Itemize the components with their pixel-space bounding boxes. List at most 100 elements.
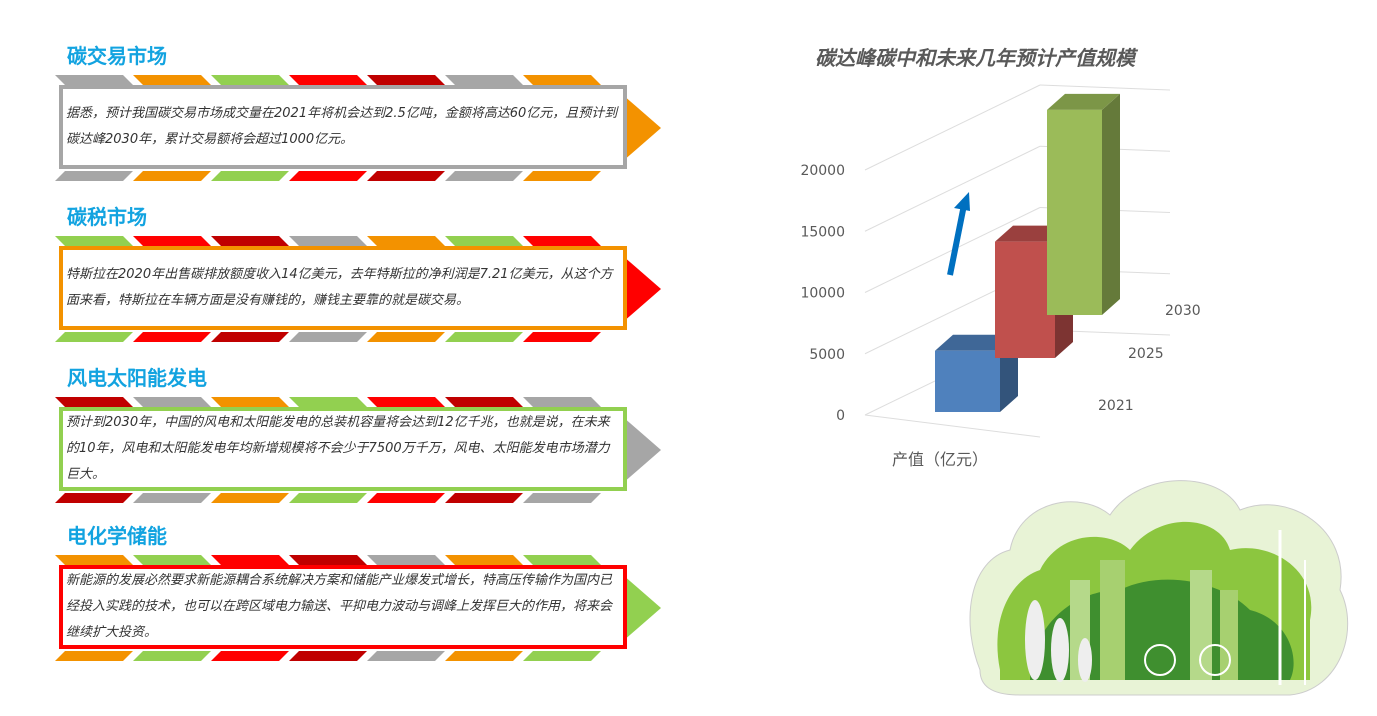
bar-2030 bbox=[1047, 109, 1102, 315]
section-1: 碳交易市场据悉，预计我国碳交易市场成交量在2021年将机会达到2.5亿吨，金额将… bbox=[55, 40, 675, 190]
stripe bbox=[211, 332, 289, 342]
stripe bbox=[211, 555, 289, 565]
stripe bbox=[289, 555, 367, 565]
stripe bbox=[55, 555, 133, 565]
section-text: 特斯拉在2020年出售碳排放额度收入14亿美元，去年特斯拉的净利润是7.21亿美… bbox=[66, 267, 613, 308]
stripe bbox=[211, 493, 289, 503]
stripe bbox=[55, 651, 133, 661]
stripe bbox=[523, 236, 601, 246]
stripe-band-top bbox=[55, 75, 615, 85]
stripe bbox=[445, 236, 523, 246]
stripe bbox=[211, 75, 289, 85]
stripe bbox=[367, 493, 445, 503]
stripe bbox=[445, 555, 523, 565]
stripe bbox=[367, 651, 445, 661]
stripe bbox=[445, 332, 523, 342]
stripe bbox=[211, 651, 289, 661]
stripe bbox=[445, 397, 523, 407]
stripe-band-bot bbox=[55, 493, 615, 503]
stripe bbox=[289, 332, 367, 342]
stripe bbox=[289, 171, 367, 181]
stripe-band-bot bbox=[55, 332, 615, 342]
stripe bbox=[133, 651, 211, 661]
stripe-band-top bbox=[55, 236, 615, 246]
section-text-box: 据悉，预计我国碳交易市场成交量在2021年将机会达到2.5亿吨，金额将高达60亿… bbox=[59, 85, 627, 169]
stripe bbox=[523, 397, 601, 407]
stripe bbox=[211, 397, 289, 407]
x-axis-floor bbox=[864, 414, 1041, 438]
chart-title: 碳达峰碳中和未来几年预计产值规模 bbox=[815, 46, 1135, 70]
stripe bbox=[289, 75, 367, 85]
stripe bbox=[133, 332, 211, 342]
section-heading: 电化学储能 bbox=[67, 524, 167, 548]
y-tick-label: 5000 bbox=[809, 347, 845, 363]
stripe bbox=[523, 651, 601, 661]
bar-2021 bbox=[935, 350, 1000, 412]
stripe bbox=[55, 332, 133, 342]
section-text: 新能源的发展必然要求新能源耦合系统解决方案和储能产业爆发式增长，特高压传输作为国… bbox=[66, 573, 613, 640]
bar-chart-3d: 0 5000 10000 15000 20000 2021 2025 2030 产值（亿元） bbox=[800, 84, 1201, 469]
stripe bbox=[55, 493, 133, 503]
arrow-pointer-icon bbox=[623, 256, 661, 322]
x-category-label: 2021 bbox=[1098, 398, 1134, 414]
arrow-pointer-icon bbox=[623, 95, 661, 161]
bar-2025 bbox=[995, 241, 1055, 358]
x-category-label: 2030 bbox=[1165, 303, 1201, 319]
section-2: 碳税市场特斯拉在2020年出售碳排放额度收入14亿美元，去年特斯拉的净利润是7.… bbox=[55, 201, 675, 351]
stripe bbox=[367, 75, 445, 85]
stripe bbox=[523, 555, 601, 565]
stripe bbox=[367, 397, 445, 407]
y-tick-label: 0 bbox=[836, 408, 845, 424]
stripe bbox=[523, 493, 601, 503]
stripe bbox=[289, 651, 367, 661]
section-text-box: 新能源的发展必然要求新能源耦合系统解决方案和储能产业爆发式增长，特高压传输作为国… bbox=[59, 565, 627, 649]
stripe bbox=[211, 236, 289, 246]
stripe bbox=[133, 171, 211, 181]
bar-top bbox=[1047, 93, 1120, 110]
stripe bbox=[289, 493, 367, 503]
trend-arrow-head bbox=[954, 192, 970, 211]
stripe bbox=[445, 171, 523, 181]
stripe bbox=[55, 397, 133, 407]
trend-arrow bbox=[947, 199, 968, 276]
x-category-label: 2025 bbox=[1128, 346, 1164, 362]
y-tick-label: 20000 bbox=[800, 163, 845, 179]
arrow-pointer-icon bbox=[623, 417, 661, 483]
stripe bbox=[133, 75, 211, 85]
stripe bbox=[133, 236, 211, 246]
stripe bbox=[133, 493, 211, 503]
section-heading: 风电太阳能发电 bbox=[67, 366, 207, 390]
stripe bbox=[133, 555, 211, 565]
stripe bbox=[289, 397, 367, 407]
arrow-pointer-icon bbox=[623, 575, 661, 641]
stripe bbox=[289, 236, 367, 246]
y-axis-label: 产值（亿元） bbox=[892, 450, 988, 469]
stripe-band-bot bbox=[55, 651, 615, 661]
stripe bbox=[445, 651, 523, 661]
section-text: 预计到2030年，中国的风电和太阳能发电的总装机容量将会达到12亿千兆，也就是说… bbox=[66, 415, 610, 482]
green-city-illustration bbox=[969, 480, 1349, 696]
stripe bbox=[367, 555, 445, 565]
y-tick-label: 10000 bbox=[800, 286, 845, 302]
gridline bbox=[1039, 84, 1171, 91]
stripe bbox=[367, 332, 445, 342]
stripe bbox=[55, 171, 133, 181]
stripe bbox=[445, 493, 523, 503]
stripe bbox=[523, 332, 601, 342]
stripe-band-bot bbox=[55, 171, 615, 181]
stripe bbox=[367, 236, 445, 246]
stripe-band-top bbox=[55, 397, 615, 407]
stripe bbox=[55, 236, 133, 246]
section-text-box: 预计到2030年，中国的风电和太阳能发电的总装机容量将会达到12亿千兆，也就是说… bbox=[59, 407, 627, 491]
y-tick-label: 15000 bbox=[800, 224, 845, 240]
section-3: 风电太阳能发电预计到2030年，中国的风电和太阳能发电的总装机容量将会达到12亿… bbox=[55, 362, 675, 512]
stripe bbox=[523, 75, 601, 85]
stripe bbox=[523, 171, 601, 181]
stripe bbox=[133, 397, 211, 407]
section-text: 据悉，预计我国碳交易市场成交量在2021年将机会达到2.5亿吨，金额将高达60亿… bbox=[66, 106, 618, 147]
gridline bbox=[864, 84, 1041, 171]
stripe bbox=[367, 171, 445, 181]
bar-side bbox=[1102, 93, 1120, 315]
stripe bbox=[445, 75, 523, 85]
section-heading: 碳交易市场 bbox=[67, 44, 167, 68]
